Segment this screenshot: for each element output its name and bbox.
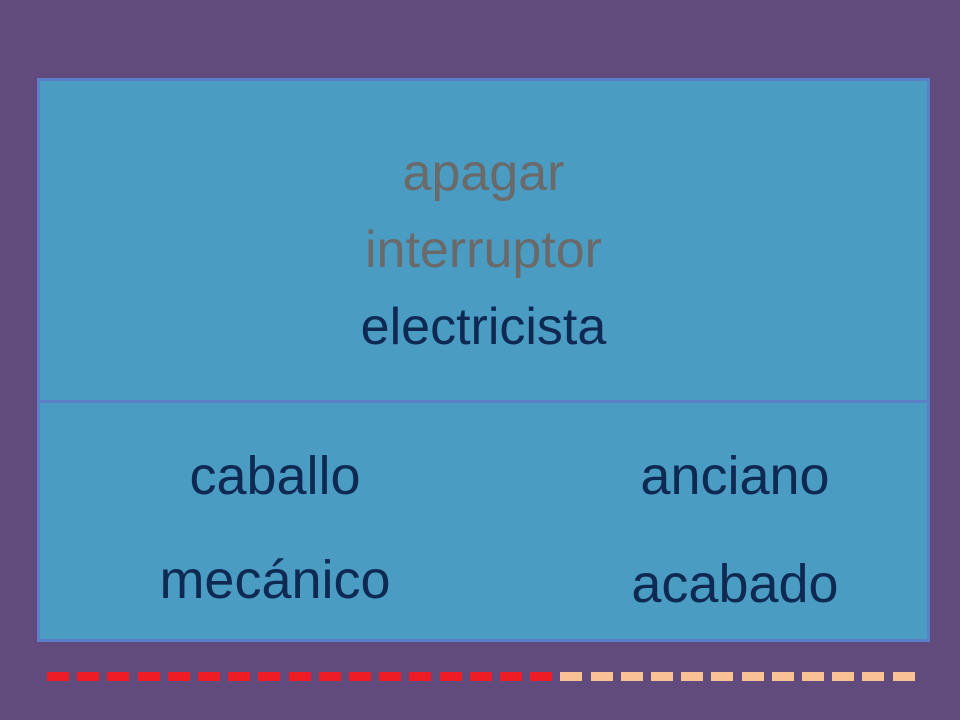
card-divider: [40, 400, 927, 403]
progress-segment-todo: [771, 672, 794, 681]
prompt-word-3: electricista: [360, 298, 607, 356]
progress-segment-done: [439, 672, 462, 681]
progress-segment-todo: [802, 672, 824, 681]
progress-segment-todo: [862, 672, 885, 681]
prompt-word-1: apagar: [402, 144, 565, 202]
option-anciano[interactable]: anciano: [640, 446, 830, 506]
progress-segment-todo: [832, 672, 855, 681]
progress-segment-done: [379, 672, 402, 681]
progress-segment-done: [409, 672, 432, 681]
progress-segment-done: [107, 672, 130, 681]
progress-segment-todo: [590, 672, 613, 681]
quiz-card: apagar interruptor electricista caballo …: [37, 78, 930, 642]
progress-segment-todo: [560, 672, 583, 681]
progress-segment-done: [469, 672, 492, 681]
progress-segment-todo: [651, 672, 673, 681]
progress-segment-done: [258, 672, 281, 681]
option-acabado[interactable]: acabado: [631, 554, 839, 614]
option-caballo[interactable]: caballo: [189, 446, 361, 506]
progress-segment-done: [500, 672, 522, 681]
progress-bar: [0, 672, 960, 682]
progress-segment-done: [47, 672, 69, 681]
progress-segment-done: [137, 672, 160, 681]
prompt-word-2: interruptor: [365, 221, 602, 279]
progress-segment-done: [318, 672, 341, 681]
progress-segment-todo: [681, 672, 704, 681]
progress-segment-todo: [741, 672, 764, 681]
progress-segment-todo: [620, 672, 643, 681]
progress-segment-todo: [711, 672, 734, 681]
progress-segment-done: [288, 672, 311, 681]
progress-segment-done: [167, 672, 190, 681]
progress-segment-done: [77, 672, 100, 681]
progress-segment-todo: [892, 672, 915, 681]
progress-segment-done: [198, 672, 220, 681]
progress-segment-done: [349, 672, 371, 681]
progress-segment-done: [228, 672, 251, 681]
progress-segment-done: [530, 672, 553, 681]
option-mecanico[interactable]: mecánico: [159, 550, 391, 610]
